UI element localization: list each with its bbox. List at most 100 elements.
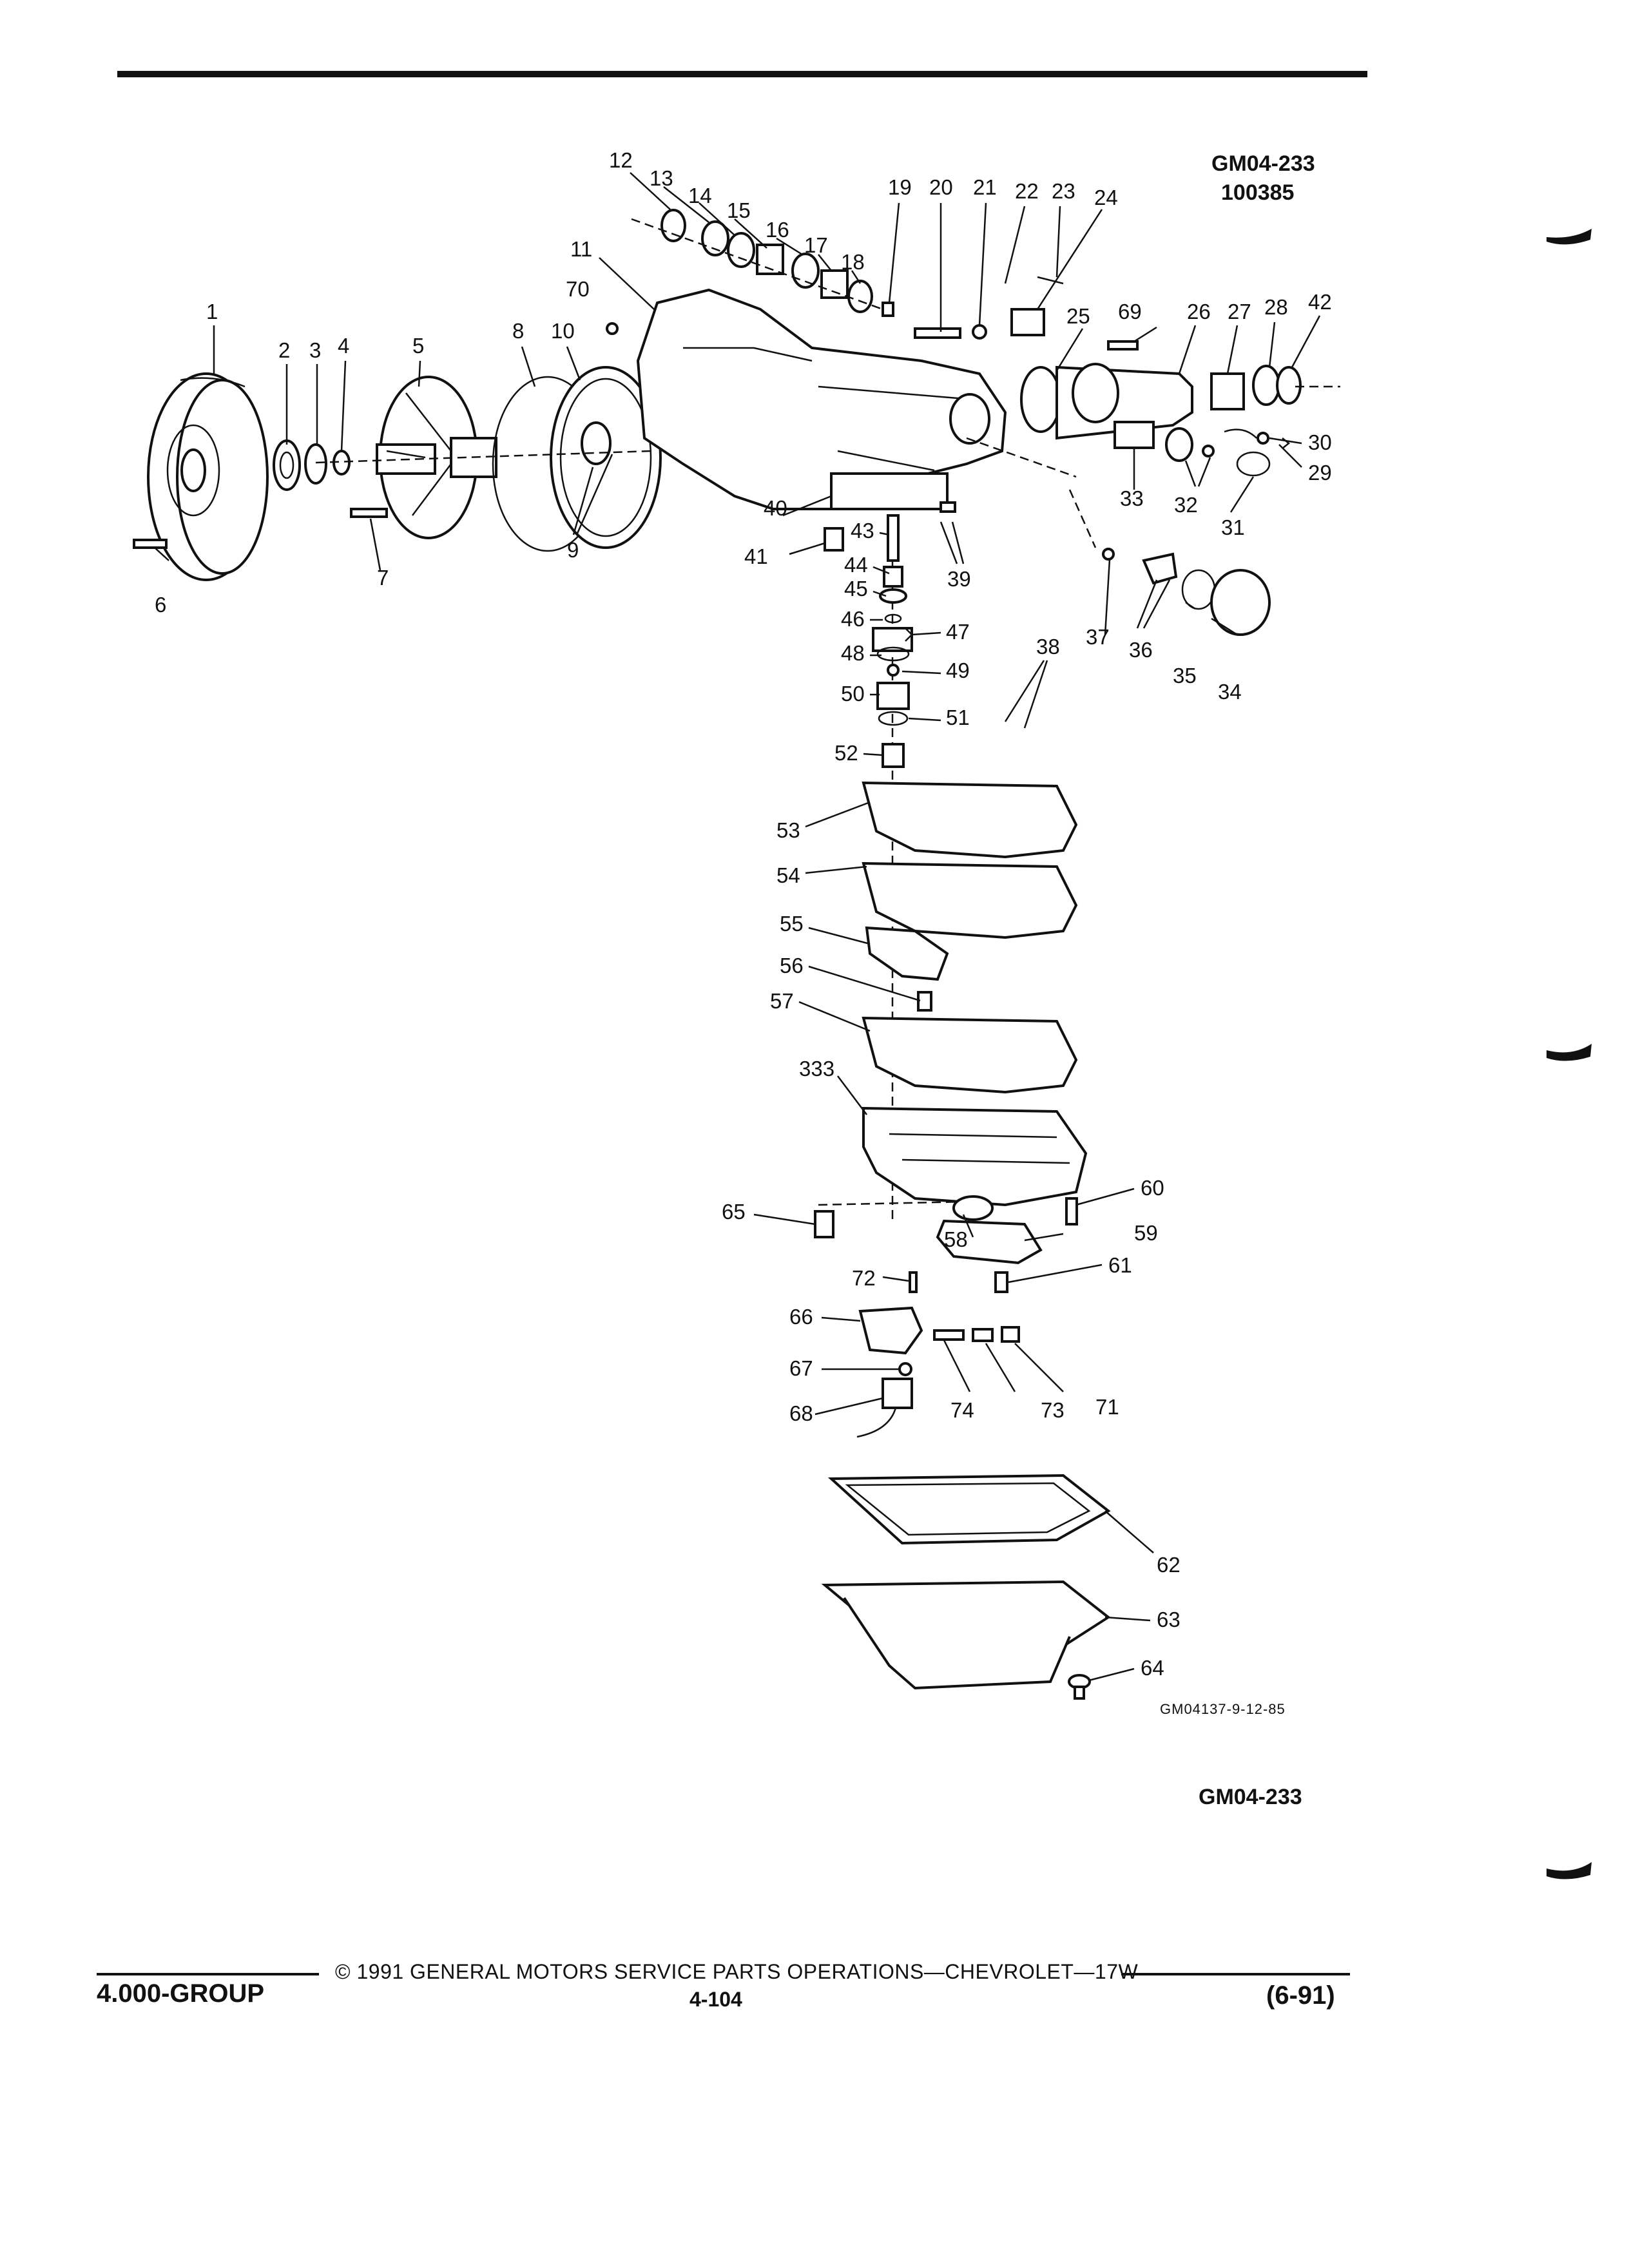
callout-47: 47 bbox=[946, 620, 970, 644]
callout-29: 29 bbox=[1308, 461, 1332, 485]
callout-3: 3 bbox=[309, 338, 321, 362]
axis-line-servo bbox=[631, 218, 883, 311]
callout-4: 4 bbox=[338, 334, 349, 358]
callout-8: 8 bbox=[512, 319, 524, 343]
callout-16: 16 bbox=[766, 218, 789, 242]
valve-body-333 bbox=[862, 1106, 1088, 1207]
callout-20: 20 bbox=[929, 175, 953, 199]
footer-rule-left bbox=[97, 1973, 319, 1975]
callout-45: 45 bbox=[844, 577, 868, 601]
callout-19: 19 bbox=[888, 175, 912, 199]
callout-31: 31 bbox=[1221, 515, 1245, 539]
bushing-3 bbox=[304, 443, 327, 485]
callout-labels: 1 2 3 4 5 6 7 8 9 10 11 12 13 14 15 16 1… bbox=[155, 148, 1332, 1680]
footer-copyright: © 1991 GENERAL MOTORS SERVICE PARTS OPER… bbox=[335, 1960, 1139, 1983]
margin-mark-1 bbox=[1547, 229, 1592, 245]
callout-54: 54 bbox=[776, 863, 800, 887]
callout-61: 61 bbox=[1108, 1253, 1132, 1277]
footer-rule-right bbox=[1121, 1973, 1350, 1975]
callout-67: 67 bbox=[789, 1356, 813, 1380]
margin-mark-2 bbox=[1547, 1044, 1592, 1061]
callout-24: 24 bbox=[1094, 186, 1118, 209]
figure-id: GM04137-9-12-85 bbox=[1160, 1701, 1286, 1717]
callout-73: 73 bbox=[1041, 1398, 1065, 1422]
callout-30: 30 bbox=[1308, 430, 1332, 454]
callout-34: 34 bbox=[1218, 680, 1242, 704]
callout-37: 37 bbox=[1086, 625, 1110, 649]
callout-66: 66 bbox=[789, 1305, 813, 1329]
footer-date: (6-91) bbox=[1266, 1981, 1335, 2010]
sensor-parts-19-24 bbox=[882, 276, 1064, 340]
callout-51: 51 bbox=[946, 706, 970, 729]
callout-18: 18 bbox=[841, 250, 865, 274]
callout-58: 58 bbox=[944, 1227, 968, 1251]
figure-code: GM04-233 bbox=[1199, 1785, 1302, 1809]
callout-57: 57 bbox=[770, 989, 794, 1013]
governor-parts-34-37 bbox=[1102, 548, 1271, 636]
callout-35: 35 bbox=[1173, 664, 1197, 687]
callout-5: 5 bbox=[412, 334, 424, 358]
callout-56: 56 bbox=[780, 954, 804, 977]
oil-pan-63 bbox=[821, 1580, 1111, 1690]
callout-70: 70 bbox=[566, 277, 590, 301]
callout-13: 13 bbox=[650, 166, 673, 190]
callout-52: 52 bbox=[834, 741, 858, 765]
filter-parts-58-61 bbox=[936, 1195, 1078, 1293]
torque-converter bbox=[147, 372, 269, 581]
spacer-plate-53 bbox=[862, 781, 1078, 859]
callout-69: 69 bbox=[1118, 300, 1142, 323]
callout-68: 68 bbox=[789, 1401, 813, 1425]
callout-14: 14 bbox=[688, 184, 712, 207]
callout-60: 60 bbox=[1141, 1176, 1164, 1200]
callout-10: 10 bbox=[551, 319, 575, 343]
footer-page: 4-104 bbox=[689, 1988, 742, 2011]
callout-41: 41 bbox=[744, 544, 768, 568]
bolt-56 bbox=[917, 991, 932, 1012]
callout-21: 21 bbox=[973, 175, 997, 199]
callout-33: 33 bbox=[1120, 486, 1144, 510]
callout-28: 28 bbox=[1264, 295, 1288, 319]
gasket-54 bbox=[862, 861, 1078, 939]
callout-32: 32 bbox=[1174, 493, 1198, 517]
callout-11: 11 bbox=[570, 237, 592, 261]
callout-15: 15 bbox=[727, 198, 751, 222]
callout-53: 53 bbox=[776, 818, 800, 842]
callout-40: 40 bbox=[764, 496, 787, 520]
footer-group: 4.000-GROUP bbox=[97, 1979, 265, 2008]
callout-22: 22 bbox=[1015, 179, 1039, 203]
callout-59: 59 bbox=[1134, 1221, 1158, 1245]
top-rule bbox=[117, 71, 1367, 77]
callout-9: 9 bbox=[567, 538, 579, 562]
extension-housing-26 bbox=[1020, 363, 1302, 440]
callout-12: 12 bbox=[609, 148, 633, 172]
solenoid-parts-66-74 bbox=[856, 1271, 1020, 1438]
callout-65: 65 bbox=[722, 1200, 746, 1224]
callout-2: 2 bbox=[278, 338, 290, 362]
callout-44: 44 bbox=[844, 553, 868, 577]
callout-6: 6 bbox=[155, 593, 166, 617]
switch-65 bbox=[814, 1210, 834, 1238]
margin-mark-3 bbox=[1547, 1862, 1592, 1879]
callout-26: 26 bbox=[1187, 300, 1211, 323]
header-code: GM04-233 bbox=[1211, 151, 1315, 176]
callout-64: 64 bbox=[1141, 1656, 1164, 1680]
callout-39: 39 bbox=[947, 567, 971, 591]
callout-38: 38 bbox=[1036, 635, 1060, 658]
callout-49: 49 bbox=[946, 658, 970, 682]
callout-71: 71 bbox=[1095, 1395, 1119, 1419]
callout-74: 74 bbox=[950, 1398, 974, 1422]
gasket-57 bbox=[862, 1016, 1078, 1094]
callout-1: 1 bbox=[206, 300, 218, 323]
callout-72: 72 bbox=[852, 1266, 876, 1290]
callout-62: 62 bbox=[1157, 1553, 1181, 1577]
accumulator-stack-43-52 bbox=[872, 514, 913, 768]
callout-48: 48 bbox=[841, 641, 865, 665]
callout-17: 17 bbox=[804, 233, 828, 257]
axis-line-solenoid bbox=[818, 1200, 967, 1206]
pan-bolt-64 bbox=[1068, 1674, 1091, 1700]
arrow-heads bbox=[905, 437, 1291, 642]
callout-36: 36 bbox=[1129, 638, 1153, 662]
callout-333: 333 bbox=[799, 1057, 834, 1081]
callout-63: 63 bbox=[1157, 1608, 1181, 1631]
